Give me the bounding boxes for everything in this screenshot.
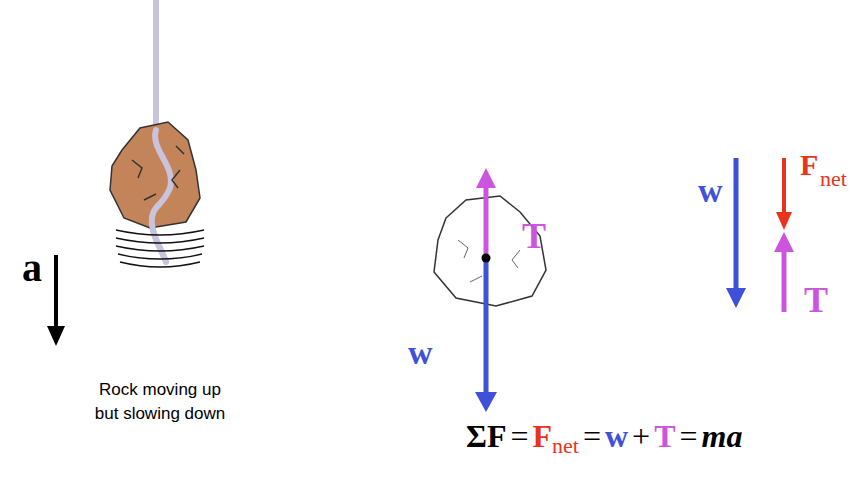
arrowhead [726, 288, 746, 308]
rock-cracks [458, 240, 520, 282]
equation-term: F [533, 418, 553, 454]
acceleration-arrow [54, 255, 58, 330]
equation-term: + [632, 418, 650, 454]
equation-term: = [583, 418, 601, 454]
subscript: net [552, 433, 579, 458]
weight-arrow [484, 258, 489, 396]
tension-arrow [782, 248, 787, 312]
equation-term: T [654, 418, 675, 454]
force-label: w [698, 174, 723, 208]
arrowhead [475, 392, 497, 412]
tension-arrow [484, 185, 489, 258]
arrowhead [774, 232, 794, 252]
force-label: T [804, 282, 828, 318]
force-label: F [800, 150, 818, 180]
caption: Rock moving up but slowing down [85, 378, 235, 426]
force-label: T [522, 218, 546, 254]
net-force-arrow [782, 158, 786, 216]
rock-cracks [132, 146, 184, 200]
weight-arrow [734, 158, 739, 292]
subscript: net [820, 168, 847, 190]
motion-lines [116, 230, 204, 267]
arrowhead [47, 326, 65, 346]
equation-term: = [510, 418, 528, 454]
center-dot [482, 254, 491, 263]
vector-label: a [22, 248, 42, 288]
rock-outline [434, 196, 546, 306]
equation-term: = [680, 418, 698, 454]
equation: ΣF=Fnet=w+T=ma [466, 420, 742, 457]
equation-term: ma [702, 418, 743, 454]
force-label: w [408, 336, 433, 370]
equation-term: w [605, 418, 628, 454]
arrowhead [476, 168, 496, 188]
equation-term: ΣF [466, 418, 506, 454]
arrowhead [776, 212, 792, 230]
